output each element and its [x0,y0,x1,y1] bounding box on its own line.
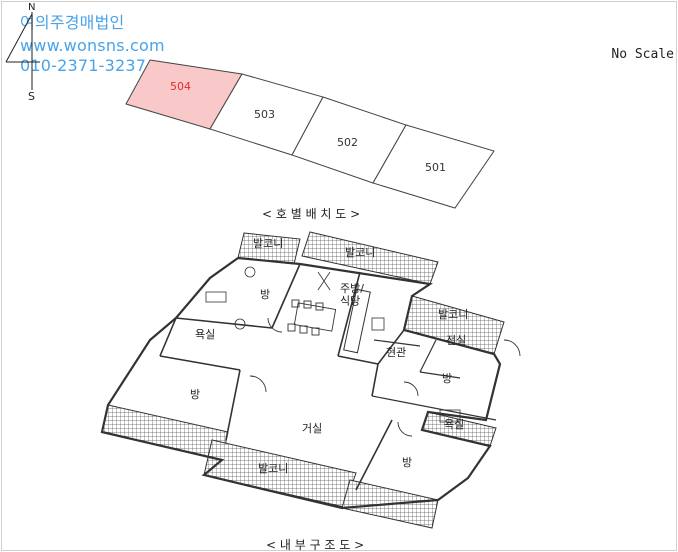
label-room-north: 방 [260,288,270,301]
label-kitchen: 주방/식당 [340,282,364,308]
compass-icon: N S [5,2,40,103]
dining-table [287,299,337,336]
label-room-right-large: 방 [402,456,412,469]
label-balcony-right: 발코니 [438,308,468,321]
outer-wall [100,256,502,510]
unit-504-label: 504 [170,80,191,93]
label-balcony-top: 발코니 [345,246,375,259]
label-entrance: 현관 [386,346,406,359]
bathtub-right [439,409,461,423]
label-living: 거실 [302,422,322,435]
label-bath-right: 욕실 [444,418,464,431]
label-room-right-small: 방 [442,372,452,385]
kitchen-counter [343,288,371,354]
unit-501-label: 501 [425,161,446,174]
washbasin [244,266,256,278]
label-anteroom: 전실 [446,334,466,347]
watermark-website: www.wonsns.com [20,36,165,55]
unit-503-label: 503 [254,108,275,121]
toilet-left [234,318,246,330]
compass-north: N [28,2,35,13]
unit-501-cell[interactable] [372,124,495,209]
scale-note: No Scale [611,47,674,62]
watermark-company: 여의주경매법인 [20,13,125,32]
label-balcony-top-left: 발코니 [253,237,283,250]
label-balcony-bottom: 발코니 [258,462,288,475]
unit-layout-title: < 호 별 배 치 도 > [262,207,360,221]
unit-502-label: 502 [337,136,358,149]
unit-layout: 504 503 502 501 [125,59,495,209]
floor-plan-title: < 내 부 구 조 도 > [266,538,364,552]
compass-south: S [28,90,35,103]
floor-plan [100,231,521,529]
label-bath-left: 욕실 [195,328,215,341]
label-room-left: 방 [190,388,200,401]
watermark-phone: 010-2371-3237 [20,56,147,75]
